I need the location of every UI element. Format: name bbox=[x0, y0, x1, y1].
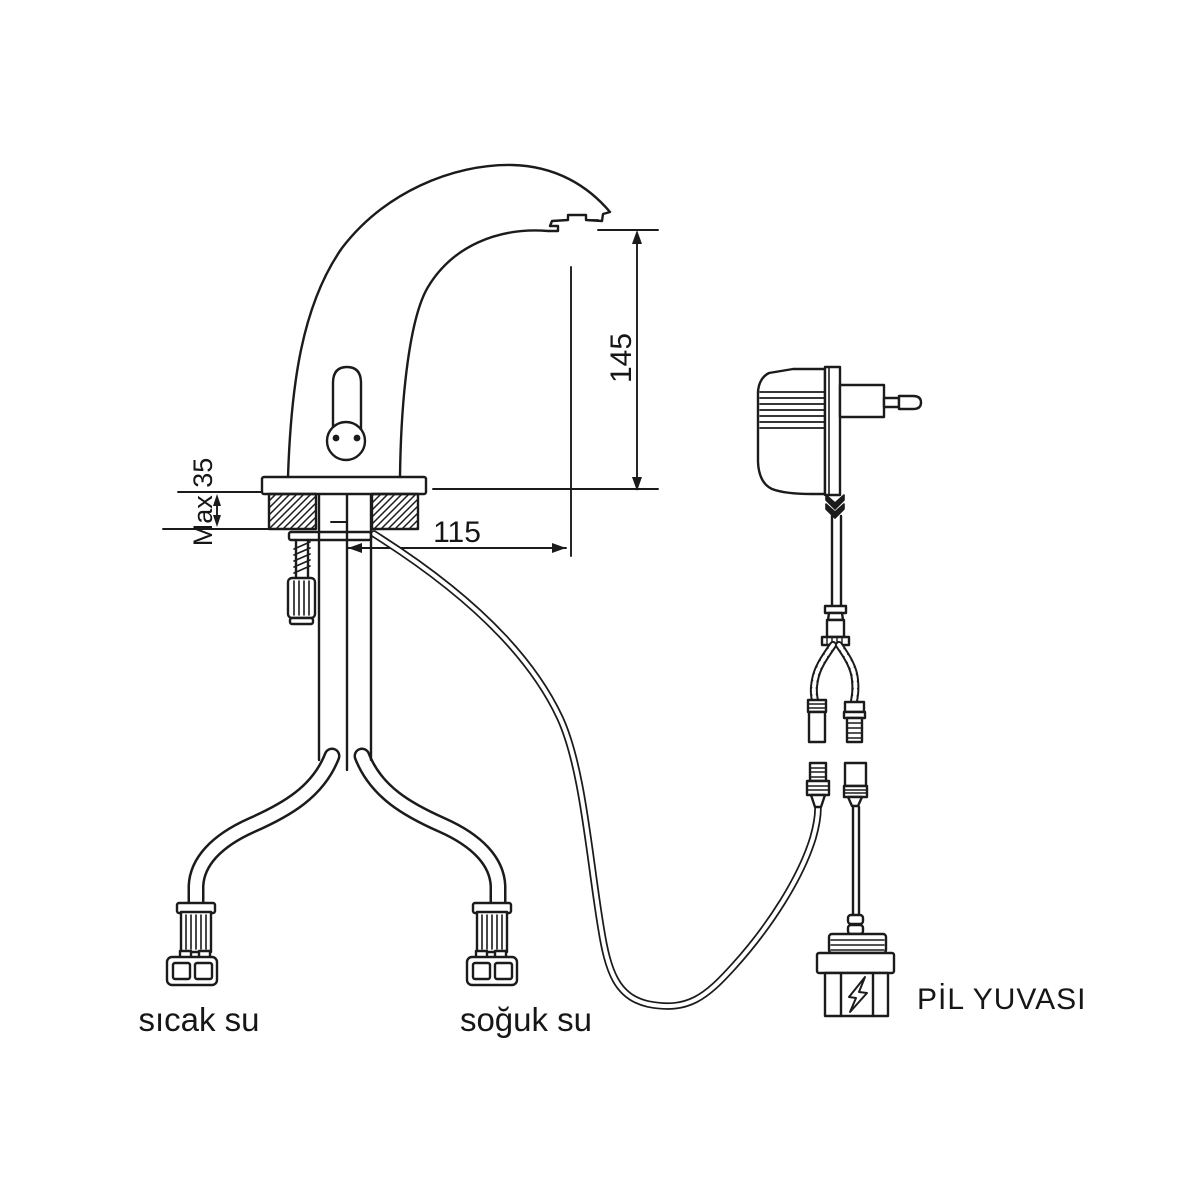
sensor-cable bbox=[370, 530, 822, 1010]
sensor-dot-icon bbox=[332, 434, 340, 442]
battery-flange bbox=[815, 951, 896, 975]
cold-water-hose bbox=[353, 747, 507, 913]
battery-compartment bbox=[815, 932, 896, 1018]
adapter-faceplate bbox=[823, 365, 842, 497]
faucet-body bbox=[286, 163, 612, 479]
dc-connector-plug-lower bbox=[805, 761, 831, 809]
battery-cable bbox=[846, 805, 865, 936]
knurled-knob bbox=[286, 576, 317, 620]
cold-hose-fitting bbox=[465, 901, 519, 987]
dim-spout-reach-label: 115 bbox=[433, 516, 481, 549]
arrow-down-icon bbox=[632, 477, 642, 491]
power-adapter bbox=[756, 365, 923, 608]
arrow-up-icon bbox=[213, 494, 221, 506]
mounting-nut-right bbox=[370, 492, 420, 531]
cable-ferrule bbox=[846, 923, 865, 936]
dc-connector-jack-lower bbox=[842, 761, 869, 808]
adapter-plug bbox=[838, 383, 923, 419]
faucet-shank bbox=[287, 492, 373, 772]
mounting-nut-left bbox=[267, 492, 318, 531]
adapter-body bbox=[756, 367, 827, 496]
pop-up-rod bbox=[286, 538, 317, 626]
adapter-strain-relief bbox=[825, 494, 845, 519]
arrow-down-icon bbox=[213, 515, 221, 527]
arrow-left-icon bbox=[348, 543, 362, 553]
dimension-spout-height bbox=[432, 229, 659, 491]
locknut-washer bbox=[287, 530, 373, 542]
twisted-branch-right bbox=[835, 641, 860, 705]
dc-connector-plug-upper bbox=[842, 700, 867, 744]
twisted-branch-left bbox=[809, 641, 837, 705]
sensor-dot-icon bbox=[353, 434, 361, 442]
mounting-base bbox=[260, 475, 428, 531]
sensor-window bbox=[325, 365, 367, 462]
mounting-flange bbox=[260, 475, 428, 496]
dc-connector-jack-upper bbox=[806, 698, 828, 744]
sensor-eye bbox=[325, 420, 367, 462]
cold-water-label: soğuk su bbox=[460, 1001, 592, 1038]
supply-hoses bbox=[187, 747, 507, 913]
battery-compartment-label: PİL YUVASI bbox=[917, 983, 1087, 1016]
hot-water-hose bbox=[187, 747, 341, 913]
arrow-right-icon bbox=[552, 543, 566, 553]
dim-spout-height-label: 145 bbox=[605, 333, 638, 383]
hot-water-label: sıcak su bbox=[138, 1001, 259, 1038]
faucet-spout bbox=[286, 163, 612, 479]
adapter-cable bbox=[830, 514, 843, 608]
adapter-vents bbox=[759, 391, 825, 429]
annotation-texts: 145 115 Max 35 sıcak su soğuk su PİL YUV… bbox=[138, 333, 1087, 1038]
lightning-bolt-icon bbox=[848, 976, 868, 1013]
arrow-up-icon bbox=[632, 230, 642, 244]
hot-hose-fitting bbox=[165, 901, 219, 987]
y-splitter-cable bbox=[809, 604, 860, 705]
cable-ferrule bbox=[846, 913, 865, 926]
dim-max-thickness-label: Max 35 bbox=[188, 458, 218, 547]
plug-pin bbox=[897, 394, 923, 411]
